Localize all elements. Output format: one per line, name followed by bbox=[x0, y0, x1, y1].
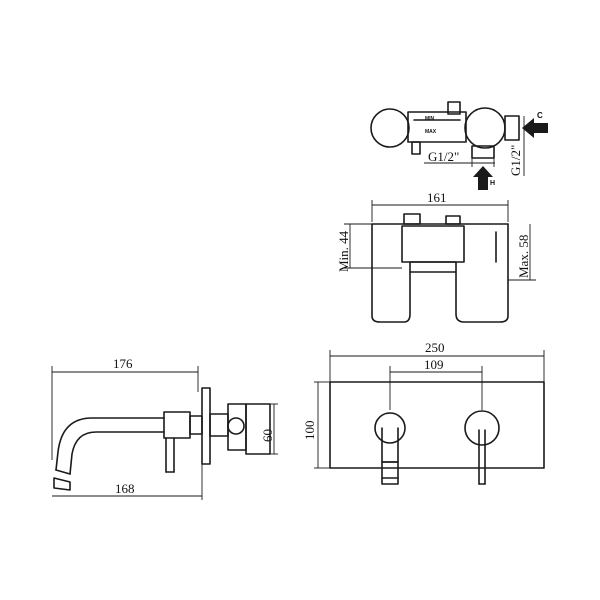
front-spout-body bbox=[381, 427, 399, 463]
side-tab-right bbox=[445, 215, 461, 225]
min-depth-label: Min. 44 bbox=[336, 230, 351, 272]
plate-width-label: 250 bbox=[425, 340, 445, 355]
spout-outer bbox=[55, 417, 165, 471]
top-tab bbox=[447, 101, 461, 115]
spout-aerator bbox=[53, 477, 71, 491]
top-view: MIN MAX G1/2" G1/2" C H bbox=[370, 101, 548, 190]
hot-arrow-label: H bbox=[490, 180, 495, 187]
inwall-port bbox=[227, 417, 245, 435]
cold-inlet-stub bbox=[504, 115, 520, 141]
label-min: MIN bbox=[425, 116, 435, 122]
profile-escutcheon-boss bbox=[189, 415, 203, 435]
inwall-body-front bbox=[209, 413, 229, 437]
label-max: MAX bbox=[425, 129, 437, 135]
hot-inlet-stub bbox=[471, 145, 495, 159]
spout-length-label: 168 bbox=[115, 481, 135, 496]
side-body-lower bbox=[409, 261, 457, 273]
front-handle-circle bbox=[464, 410, 500, 446]
valve-body-housing bbox=[407, 111, 467, 143]
max-depth-label: Max. 58 bbox=[516, 235, 531, 278]
hot-arrow-icon bbox=[473, 166, 493, 190]
side-view: 161 Min. 44 Max. 58 bbox=[336, 190, 536, 323]
spout-inner bbox=[69, 431, 165, 475]
spout-escutcheon-circle bbox=[374, 412, 406, 444]
front-wall-plate bbox=[329, 381, 545, 469]
side-right-handle bbox=[455, 223, 509, 323]
front-spout-outlet bbox=[381, 461, 399, 485]
width-dim-label: 161 bbox=[427, 190, 447, 205]
bottom-tab bbox=[411, 141, 421, 155]
cold-arrow-icon bbox=[522, 118, 548, 138]
side-body bbox=[401, 225, 465, 263]
inwall-body-rear bbox=[245, 403, 271, 455]
cold-arrow-label: C bbox=[537, 111, 543, 120]
plate-height-label: 100 bbox=[302, 421, 317, 441]
side-left-handle bbox=[371, 223, 411, 323]
total-length-label: 176 bbox=[113, 356, 133, 371]
thread-cold-label: G1/2" bbox=[508, 145, 523, 176]
side-tab-left bbox=[403, 213, 421, 225]
spout-tip bbox=[55, 469, 71, 475]
profile-body bbox=[163, 411, 191, 439]
thread-hot-label: G1/2" bbox=[428, 149, 459, 164]
right-port-circle bbox=[464, 107, 506, 149]
profile-wall-plate bbox=[201, 387, 211, 465]
body-height-label: 60 bbox=[260, 429, 275, 442]
centers-label: 109 bbox=[424, 357, 444, 372]
front-view: 250 109 100 bbox=[302, 340, 545, 485]
profile-view: 176 60 168 bbox=[51, 356, 278, 500]
left-port-circle bbox=[370, 108, 410, 148]
